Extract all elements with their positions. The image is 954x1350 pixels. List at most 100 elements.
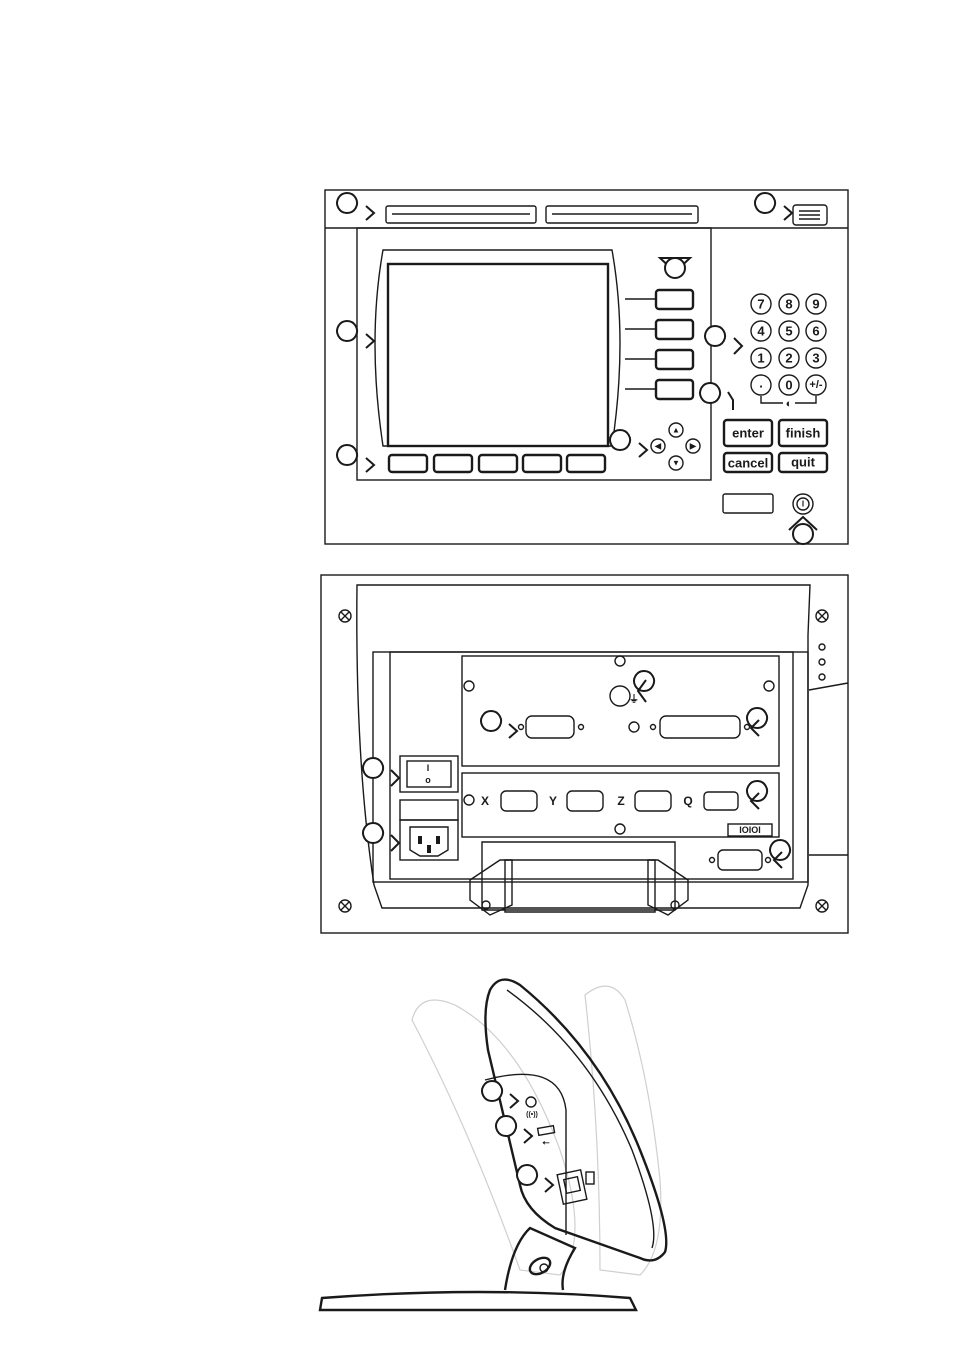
- encoder-x-port: [500, 790, 538, 812]
- callout-marker: [769, 839, 792, 869]
- svg-text:4: 4: [757, 324, 765, 339]
- top-slot-left: [385, 205, 537, 224]
- power-switch-housing: [399, 755, 459, 793]
- callout-marker: [480, 710, 519, 739]
- callout-marker: [336, 444, 376, 473]
- lower-module: [461, 772, 780, 838]
- axis-label-x: X: [481, 794, 489, 808]
- callout-marker: [754, 192, 794, 221]
- serial-port: [717, 849, 763, 871]
- key-0[interactable]: 0: [778, 374, 800, 396]
- svg-text:.: .: [759, 376, 763, 391]
- callout-marker: [516, 1164, 555, 1193]
- callout-marker: [336, 320, 376, 349]
- arrow-pad: ▲ ▼ ◀ ▶: [650, 422, 701, 471]
- key-8[interactable]: 8: [778, 293, 800, 315]
- soft-key[interactable]: [477, 453, 519, 474]
- key-1[interactable]: 1: [750, 347, 772, 369]
- svg-text:▲: ▲: [672, 426, 680, 435]
- svg-text:I: I: [802, 500, 804, 509]
- encoder-y-port: [566, 790, 604, 812]
- connector-db15: [525, 715, 575, 739]
- svg-text:quit: quit: [791, 455, 815, 470]
- svg-text:0: 0: [785, 378, 792, 393]
- soft-key[interactable]: [521, 453, 563, 474]
- callout-marker: [746, 707, 769, 737]
- audio-jack: [525, 1096, 537, 1108]
- svg-text:1: 1: [757, 351, 764, 366]
- key-9[interactable]: 9: [805, 293, 827, 315]
- ground-terminal: [609, 685, 631, 707]
- soft-keys-horizontal: [387, 453, 607, 474]
- rear-inner: [389, 651, 794, 880]
- arrow-down-key[interactable]: [668, 455, 684, 471]
- callout-marker: [336, 192, 376, 221]
- svg-text:6: 6: [812, 324, 819, 339]
- corner-screws: [338, 609, 829, 913]
- svg-text:8: 8: [785, 297, 792, 312]
- serial-label-box: [727, 823, 773, 837]
- callout-marker: [495, 1115, 534, 1144]
- power-switch[interactable]: [406, 760, 452, 788]
- key-3[interactable]: 3: [805, 347, 827, 369]
- lcd-screen: [386, 262, 610, 448]
- callouts-side: [481, 1080, 555, 1193]
- top-slot-right: [545, 205, 699, 224]
- key-4[interactable]: 4: [750, 320, 772, 342]
- blank-key[interactable]: [722, 493, 774, 514]
- svg-text:9: 9: [812, 297, 819, 312]
- soft-key[interactable]: [387, 453, 429, 474]
- front-panel: ▲ ▼ ◀ ▶ 7 8 9 4 5 6 1 2 3 . 0 +/- ◐: [324, 189, 849, 545]
- connector-db25: [659, 715, 741, 739]
- arrow-up-key[interactable]: [668, 422, 684, 438]
- key-2[interactable]: 2: [778, 347, 800, 369]
- callout-marker: [704, 325, 744, 355]
- soft-key[interactable]: [654, 318, 695, 341]
- svg-text:5: 5: [785, 324, 792, 339]
- soft-key[interactable]: [565, 453, 607, 474]
- power-button[interactable]: I: [792, 493, 814, 515]
- callout-marker: [481, 1080, 520, 1109]
- soft-key[interactable]: [654, 348, 695, 371]
- callout-marker: [699, 382, 734, 410]
- serial-label: IOIOI: [739, 825, 761, 835]
- svg-text:cancel: cancel: [728, 456, 768, 471]
- key-6[interactable]: 6: [805, 320, 827, 342]
- quit-key[interactable]: [777, 451, 829, 474]
- power-socket: [399, 819, 459, 861]
- tilt-ghost-back: [411, 999, 576, 1276]
- key-plus-minus[interactable]: +/-: [805, 374, 827, 396]
- svg-text:I: I: [427, 763, 430, 773]
- soft-key[interactable]: [654, 378, 695, 401]
- svg-text:7: 7: [757, 297, 764, 312]
- stand-bracket: [481, 841, 676, 911]
- arrow-left-key[interactable]: [650, 438, 666, 454]
- key-decimal[interactable]: .: [750, 374, 772, 396]
- side-view: ((•)) ⭠: [318, 978, 668, 1312]
- rear-panel: ⏚ X Y Z Q IOIOI I o: [320, 574, 849, 934]
- key-7[interactable]: 7: [750, 293, 772, 315]
- fuse-holder: [399, 799, 459, 821]
- callout-marker: [609, 429, 649, 458]
- key-5[interactable]: 5: [778, 320, 800, 342]
- finish-key[interactable]: [777, 418, 829, 448]
- numeric-keypad: 7 8 9 4 5 6 1 2 3 . 0 +/- ◐: [750, 293, 827, 410]
- soft-key[interactable]: [432, 453, 474, 474]
- usb-port: [536, 1124, 556, 1137]
- svg-text:▶: ▶: [689, 442, 697, 451]
- usb-icon: ⭠: [542, 1137, 550, 1147]
- svg-text:◀: ◀: [654, 442, 662, 451]
- svg-text:+/-: +/-: [809, 379, 822, 391]
- stand-base: [318, 1290, 638, 1312]
- callouts-rear: [362, 670, 792, 869]
- cancel-key[interactable]: [722, 451, 774, 474]
- arrow-right-key[interactable]: [685, 438, 701, 454]
- enter-key[interactable]: [722, 418, 774, 448]
- ground-icon: ⏚: [629, 694, 639, 706]
- sound-icon: ((•)): [526, 1112, 538, 1119]
- rear-shell: [356, 584, 811, 909]
- soft-key[interactable]: [654, 288, 695, 311]
- front-panel-housing: [324, 189, 849, 545]
- svg-text:enter: enter: [732, 426, 764, 441]
